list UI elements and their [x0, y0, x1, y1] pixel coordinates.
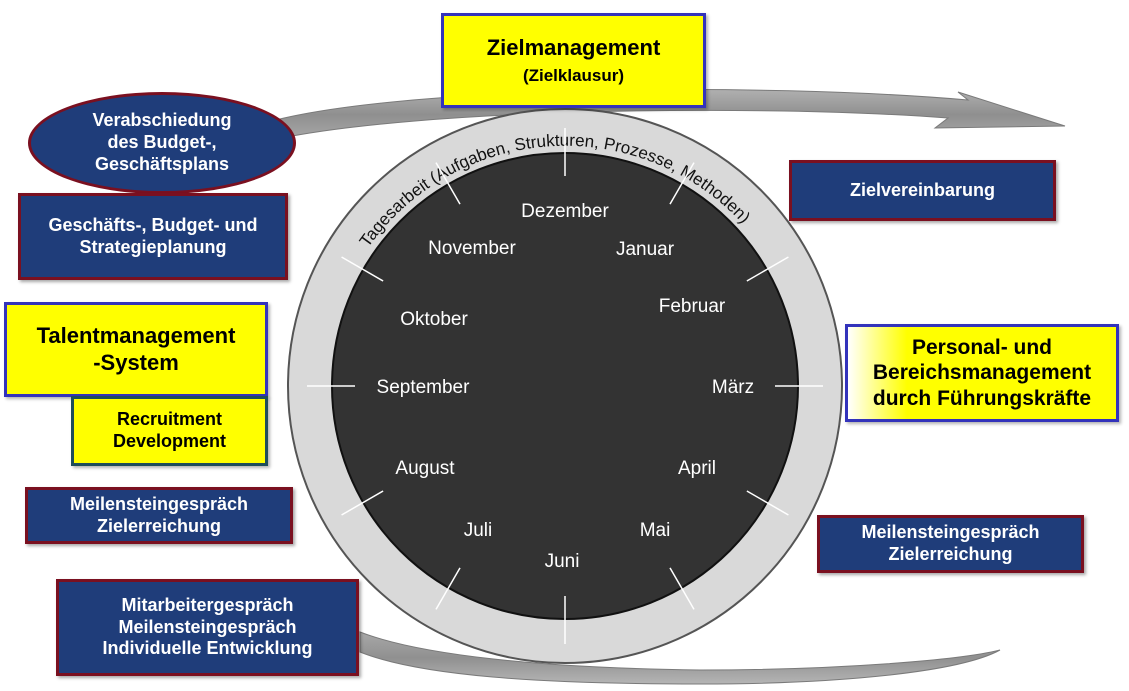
month-label: August — [395, 458, 455, 479]
month-label: Februar — [659, 296, 726, 317]
personnel-management-line-2: Bereichsmanagement — [872, 361, 1092, 385]
month-label: Oktober — [400, 309, 468, 330]
target-agreement-box: Zielvereinbarung — [789, 160, 1056, 221]
month-label: Januar — [616, 239, 675, 260]
personnel-management-line-1: Personal- und — [911, 335, 1053, 359]
month-label: März — [712, 377, 754, 398]
month-label: Juni — [545, 551, 580, 572]
recruitment-line-2: Development — [112, 431, 227, 451]
milestone-left-line-1: Meilensteingespräch — [69, 493, 249, 514]
talent-management-line-2: -System — [93, 349, 179, 375]
budget-approval-line-2: des Budget-, — [107, 132, 217, 153]
month-label: Dezember — [521, 201, 609, 222]
talent-management-box: Talentmanagement -System — [4, 302, 268, 397]
target-agreement-label: Zielvereinbarung — [849, 179, 996, 200]
month-label: Mai — [640, 520, 671, 541]
budget-approval-line-1: Verabschiedung — [92, 110, 232, 131]
strategy-planning-box: Geschäfts-, Budget- und Strategieplanung — [18, 193, 288, 280]
tick-11 — [435, 162, 461, 205]
month-label: November — [428, 238, 516, 259]
clock-ticks — [307, 128, 823, 644]
personnel-management-line-3: durch Führungskräfte — [872, 386, 1092, 410]
month-label: Juli — [464, 520, 493, 541]
tick-1 — [669, 162, 695, 205]
strategy-planning-line-2: Strategieplanung — [79, 236, 227, 257]
employee-review-line-3: Individuelle Entwicklung — [102, 638, 313, 659]
zielmanagement-subtitle: (Zielklausur) — [522, 65, 625, 85]
budget-approval-oval: Verabschiedung des Budget-, Geschäftspla… — [28, 92, 296, 194]
tick-4 — [746, 490, 789, 516]
employee-review-line-1: Mitarbeitergespräch — [121, 594, 294, 615]
employee-review-line-2: Meilensteingespräch — [118, 616, 297, 637]
milestone-right-line-2: Zielerreichung — [888, 544, 1013, 564]
tick-8 — [341, 490, 384, 516]
tick-2 — [746, 256, 789, 282]
milestone-left-line-2: Zielerreichung — [96, 515, 222, 536]
strategy-planning-line-1: Geschäfts-, Budget- und — [48, 214, 258, 235]
month-label: September — [377, 377, 471, 398]
bottom-cycle-arrow — [359, 631, 1001, 685]
tick-7 — [435, 567, 461, 610]
milestone-right-line-1: Meilensteingespräch — [861, 522, 1040, 543]
month-label: April — [678, 458, 716, 479]
budget-approval-line-3: Geschäftsplans — [94, 153, 230, 174]
tick-5 — [669, 567, 695, 610]
milestone-left-box: Meilensteingespräch Zielerreichung — [25, 487, 293, 544]
tick-10 — [341, 256, 384, 282]
employee-review-box: Mitarbeitergespräch Meilensteingespräch … — [56, 579, 359, 676]
recruitment-line-1: Recruitment — [116, 409, 223, 430]
personnel-management-box: Personal- und Bereichsmanagement durch F… — [845, 324, 1119, 422]
zielmanagement-box: Zielmanagement (Zielklausur) — [441, 13, 706, 108]
milestone-right-box: Meilensteingespräch Zielerreichung — [817, 515, 1084, 573]
zielmanagement-title: Zielmanagement — [486, 34, 661, 60]
talent-management-line-1: Talentmanagement — [36, 322, 236, 348]
recruitment-box: Recruitment Development — [71, 396, 268, 466]
